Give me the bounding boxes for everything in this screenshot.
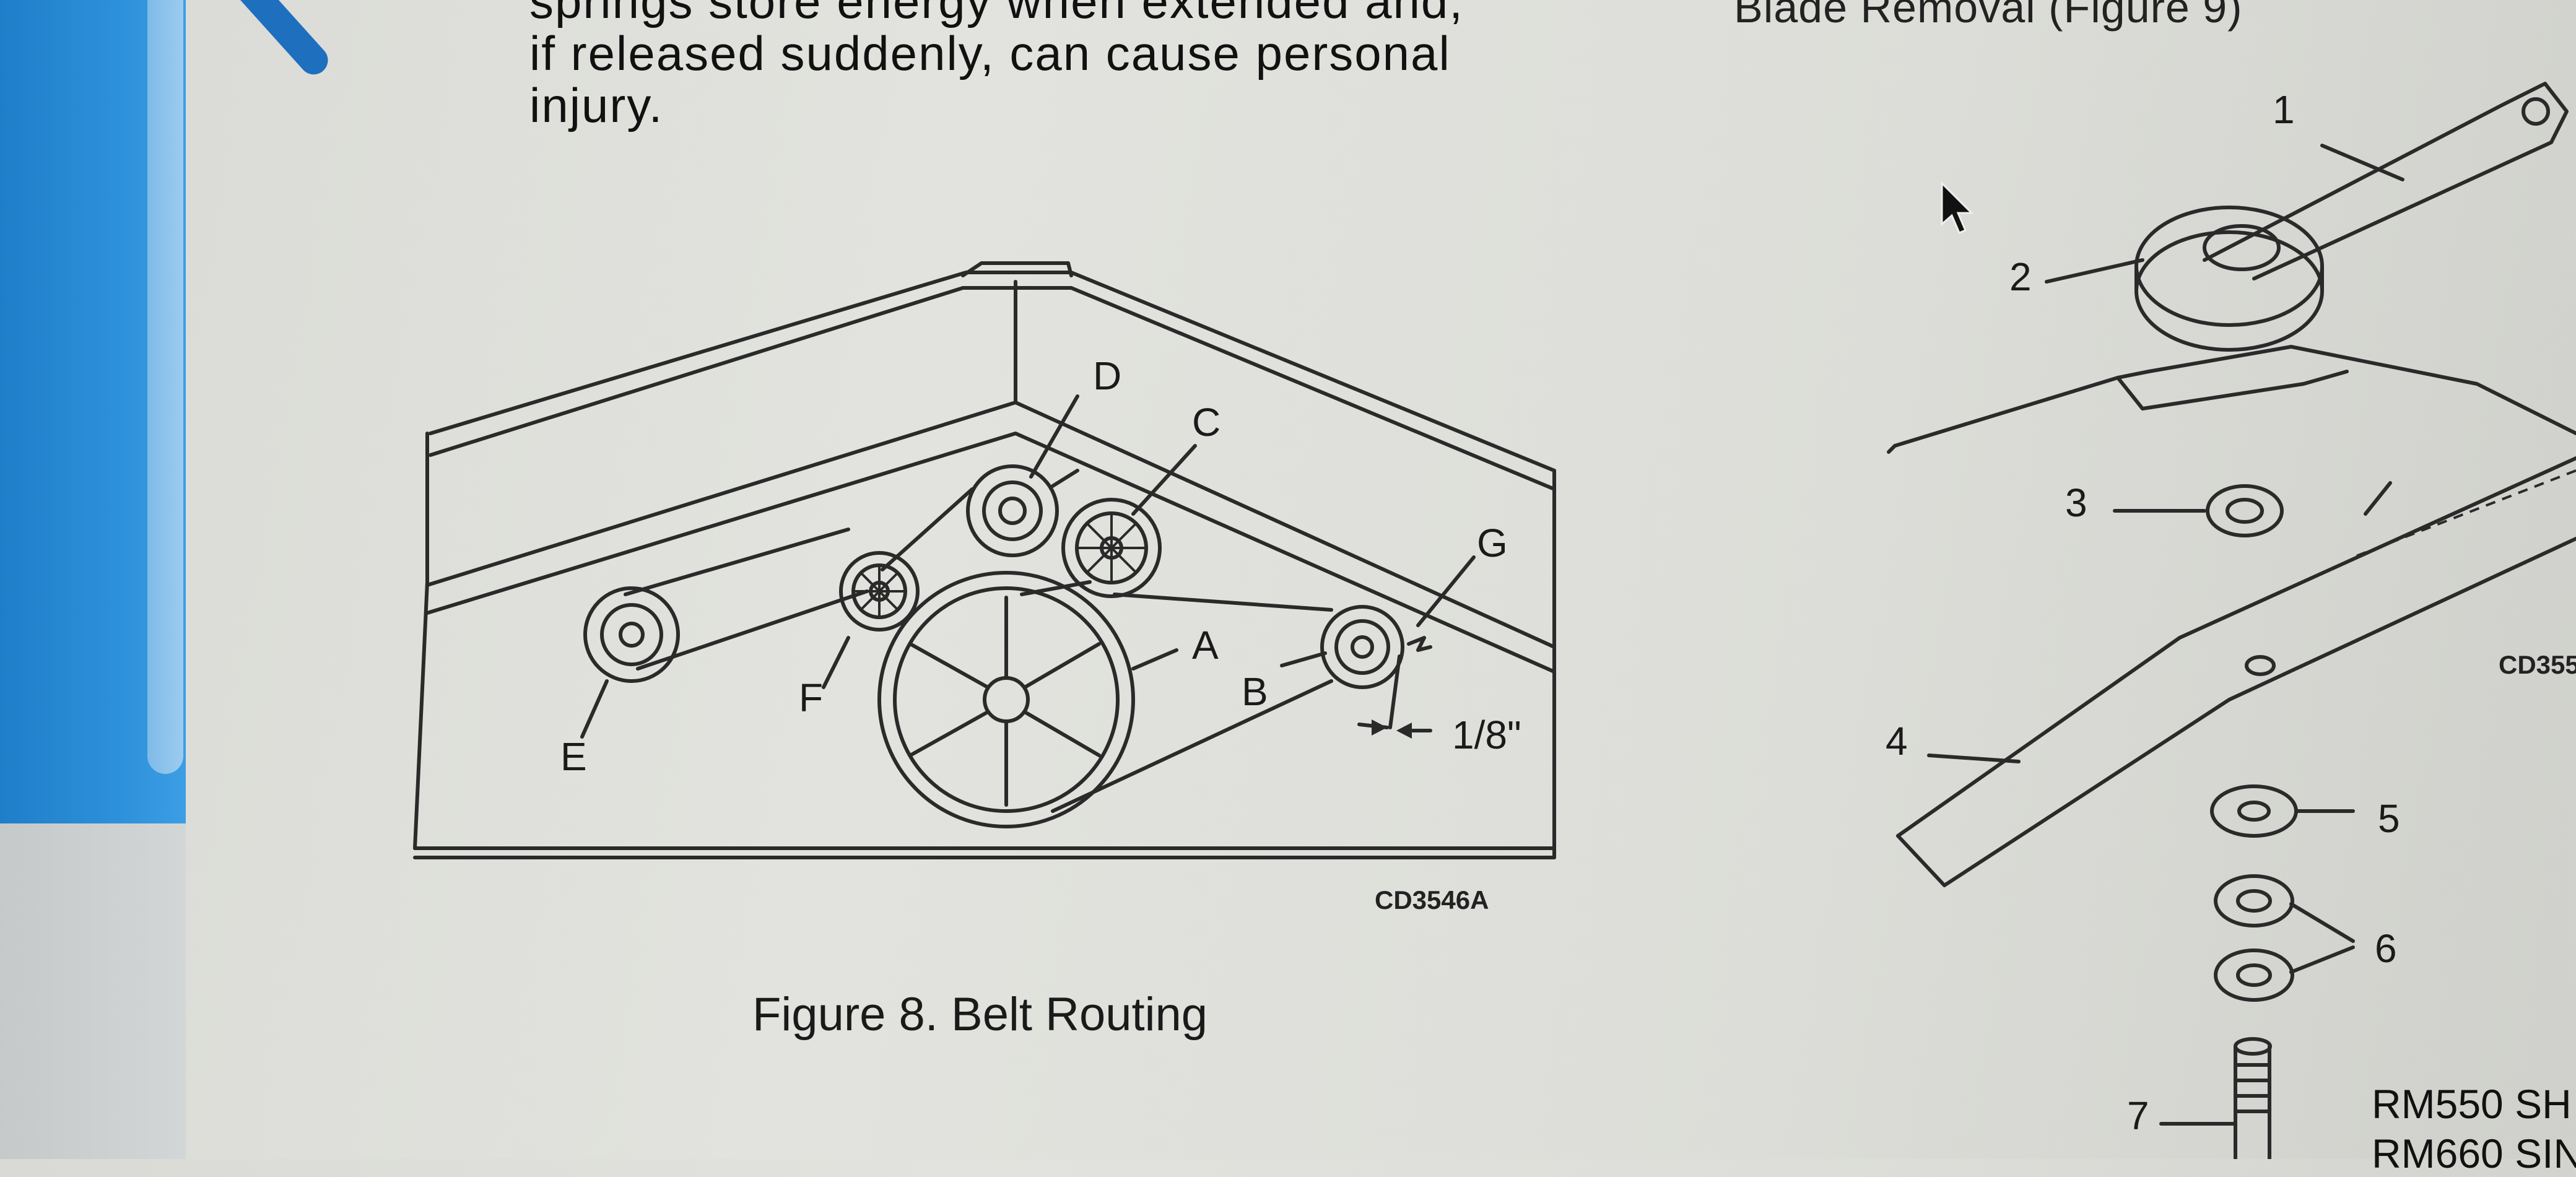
section-heading-blade-removal: Blade Removal (Figure 9)	[1734, 0, 2243, 32]
model-line-1: RM550 SH	[2372, 1081, 2572, 1127]
callout-6: 6	[2375, 926, 2397, 971]
label-pulley-b: B	[1242, 669, 1268, 714]
callout-3: 3	[2065, 480, 2087, 525]
model-line-2: RM660 SIN	[2372, 1131, 2576, 1176]
figure8-code: CD3546A	[1375, 885, 1489, 914]
warning-line-1: springs store energy when extended and,	[529, 0, 1464, 28]
scrollbar[interactable]	[147, 0, 183, 774]
side-panel-edge	[0, 823, 186, 1159]
label-pulley-f: F	[799, 675, 824, 720]
callout-2: 2	[2009, 254, 2032, 299]
label-spring-g: G	[1477, 521, 1508, 565]
belt-clearance-dimension: 1/8"	[1452, 713, 1521, 757]
callout-1: 1	[2273, 87, 2295, 132]
label-pulley-e: E	[560, 734, 587, 779]
callout-4: 4	[1886, 719, 1908, 763]
label-pulley-d: D	[1093, 354, 1122, 398]
figure9-code: CD355	[2499, 650, 2576, 679]
warning-line-2: if released suddenly, can cause personal	[529, 26, 1451, 80]
label-pulley-c: C	[1192, 400, 1221, 445]
warning-line-3: injury.	[529, 78, 664, 132]
callout-5: 5	[2378, 796, 2400, 841]
warning-paragraph: springs store energy when extended and, …	[529, 0, 1582, 131]
figure8-caption: Figure 8. Belt Routing	[752, 988, 1208, 1041]
label-pulley-a: A	[1192, 623, 1219, 667]
callout-7: 7	[2127, 1093, 2149, 1138]
mouse-cursor-icon	[1941, 181, 1974, 234]
